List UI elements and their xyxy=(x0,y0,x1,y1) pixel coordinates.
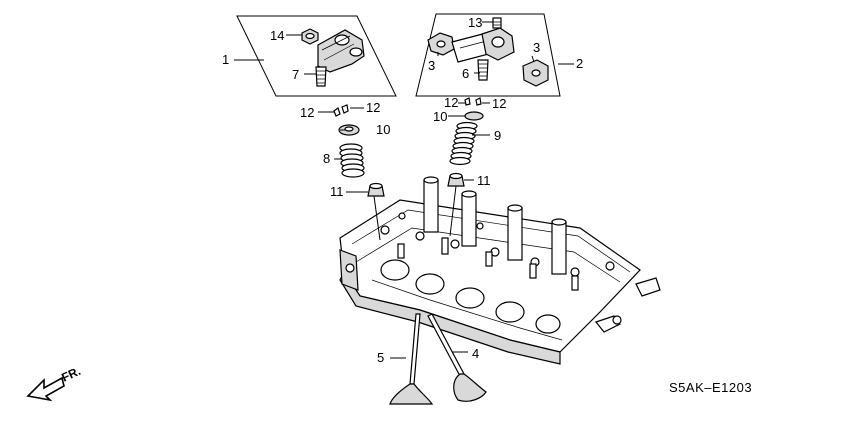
group-frame-2 xyxy=(415,13,561,97)
callout-5: 5 xyxy=(377,350,384,365)
port-1 xyxy=(380,259,410,281)
spring-retainer-right xyxy=(464,111,484,121)
valve-cotter-left-b xyxy=(341,104,349,114)
callout-9: 9 xyxy=(494,128,501,143)
callout-12-d: 12 xyxy=(492,96,506,111)
valve-cotter-right-b xyxy=(475,97,482,106)
callout-11-left: 11 xyxy=(330,184,344,199)
valve-train-right xyxy=(447,97,484,187)
head-water-outlet xyxy=(635,277,661,297)
adjusting-screw-6-part xyxy=(477,59,489,81)
cam-tower-1 xyxy=(423,176,439,233)
valve-spring-right xyxy=(449,121,478,166)
group-frame-1 xyxy=(236,15,397,97)
valve-cotter-right-a xyxy=(464,97,471,106)
front-arrow-icon xyxy=(26,376,65,402)
leader-lines xyxy=(234,21,574,359)
callout-11-right: 11 xyxy=(477,173,491,188)
callout-12-a: 12 xyxy=(300,105,314,120)
callout-2: 2 xyxy=(576,56,583,71)
cylinder-head-side xyxy=(339,270,561,365)
rocker-arm-assembly-right xyxy=(415,13,561,97)
valve-cotter-left-a xyxy=(333,107,341,117)
intake-valve xyxy=(389,313,434,405)
callout-6: 6 xyxy=(462,66,469,81)
cam-tower-4 xyxy=(551,218,567,275)
front-direction-indicator: FR. xyxy=(26,364,83,402)
cam-tower-2 xyxy=(461,190,477,247)
port-3 xyxy=(455,287,485,309)
callout-14: 14 xyxy=(270,28,284,43)
callout-1: 1 xyxy=(222,52,229,67)
callout-3-left: 3 xyxy=(428,58,435,73)
callout-10-right: 10 xyxy=(433,109,447,124)
diagram-code: S5AK–E1203 xyxy=(669,380,752,395)
callout-8: 8 xyxy=(323,151,330,166)
valve-train-left xyxy=(333,104,385,197)
cam-tower-3 xyxy=(507,204,523,261)
callout-3-right: 3 xyxy=(533,40,540,55)
cam-towers xyxy=(397,176,579,291)
exhaust-valve xyxy=(427,313,487,402)
adjusting-screw-part xyxy=(315,66,327,87)
port-2 xyxy=(415,273,445,295)
callout-10-left: 10 xyxy=(376,122,390,137)
front-label: FR. xyxy=(59,364,82,385)
callouts: 1 2 3 3 4 5 6 7 8 9 10 10 11 11 12 12 12… xyxy=(222,15,583,365)
callout-12-b: 12 xyxy=(366,100,380,115)
callout-7: 7 xyxy=(292,67,299,82)
cylinder-head xyxy=(339,199,661,365)
screw-13-part xyxy=(492,17,502,29)
rocker-arm-assembly-left xyxy=(236,15,397,97)
port-4 xyxy=(495,301,525,323)
valve-spring-left xyxy=(339,143,365,178)
callout-12-c: 12 xyxy=(444,95,458,110)
callout-13: 13 xyxy=(468,15,482,30)
callout-4: 4 xyxy=(472,346,479,361)
